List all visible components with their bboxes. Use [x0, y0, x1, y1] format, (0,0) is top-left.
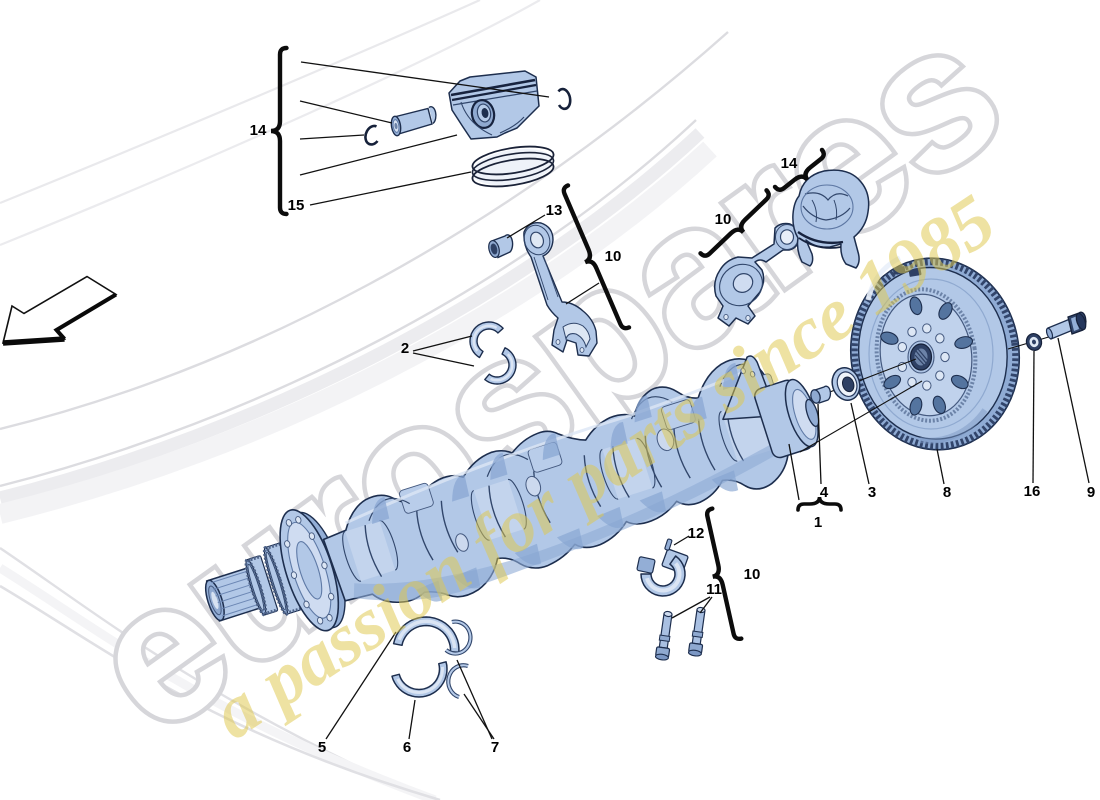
- svg-text:14: 14: [250, 122, 267, 139]
- svg-text:2: 2: [401, 340, 409, 357]
- svg-text:16: 16: [1024, 483, 1041, 500]
- svg-text:10: 10: [605, 248, 622, 265]
- svg-text:10: 10: [744, 566, 761, 583]
- svg-text:9: 9: [1087, 484, 1095, 501]
- svg-text:1: 1: [814, 514, 822, 531]
- svg-text:6: 6: [403, 739, 411, 756]
- svg-text:4: 4: [820, 484, 829, 501]
- svg-text:11: 11: [706, 581, 722, 598]
- svg-text:5: 5: [318, 739, 326, 756]
- svg-text:13: 13: [546, 202, 563, 219]
- svg-text:7: 7: [491, 739, 499, 756]
- svg-text:3: 3: [868, 484, 876, 501]
- svg-text:10: 10: [715, 211, 732, 228]
- svg-text:8: 8: [943, 484, 951, 501]
- svg-text:12: 12: [688, 525, 705, 542]
- svg-text:15: 15: [288, 197, 305, 214]
- svg-text:14: 14: [781, 155, 798, 172]
